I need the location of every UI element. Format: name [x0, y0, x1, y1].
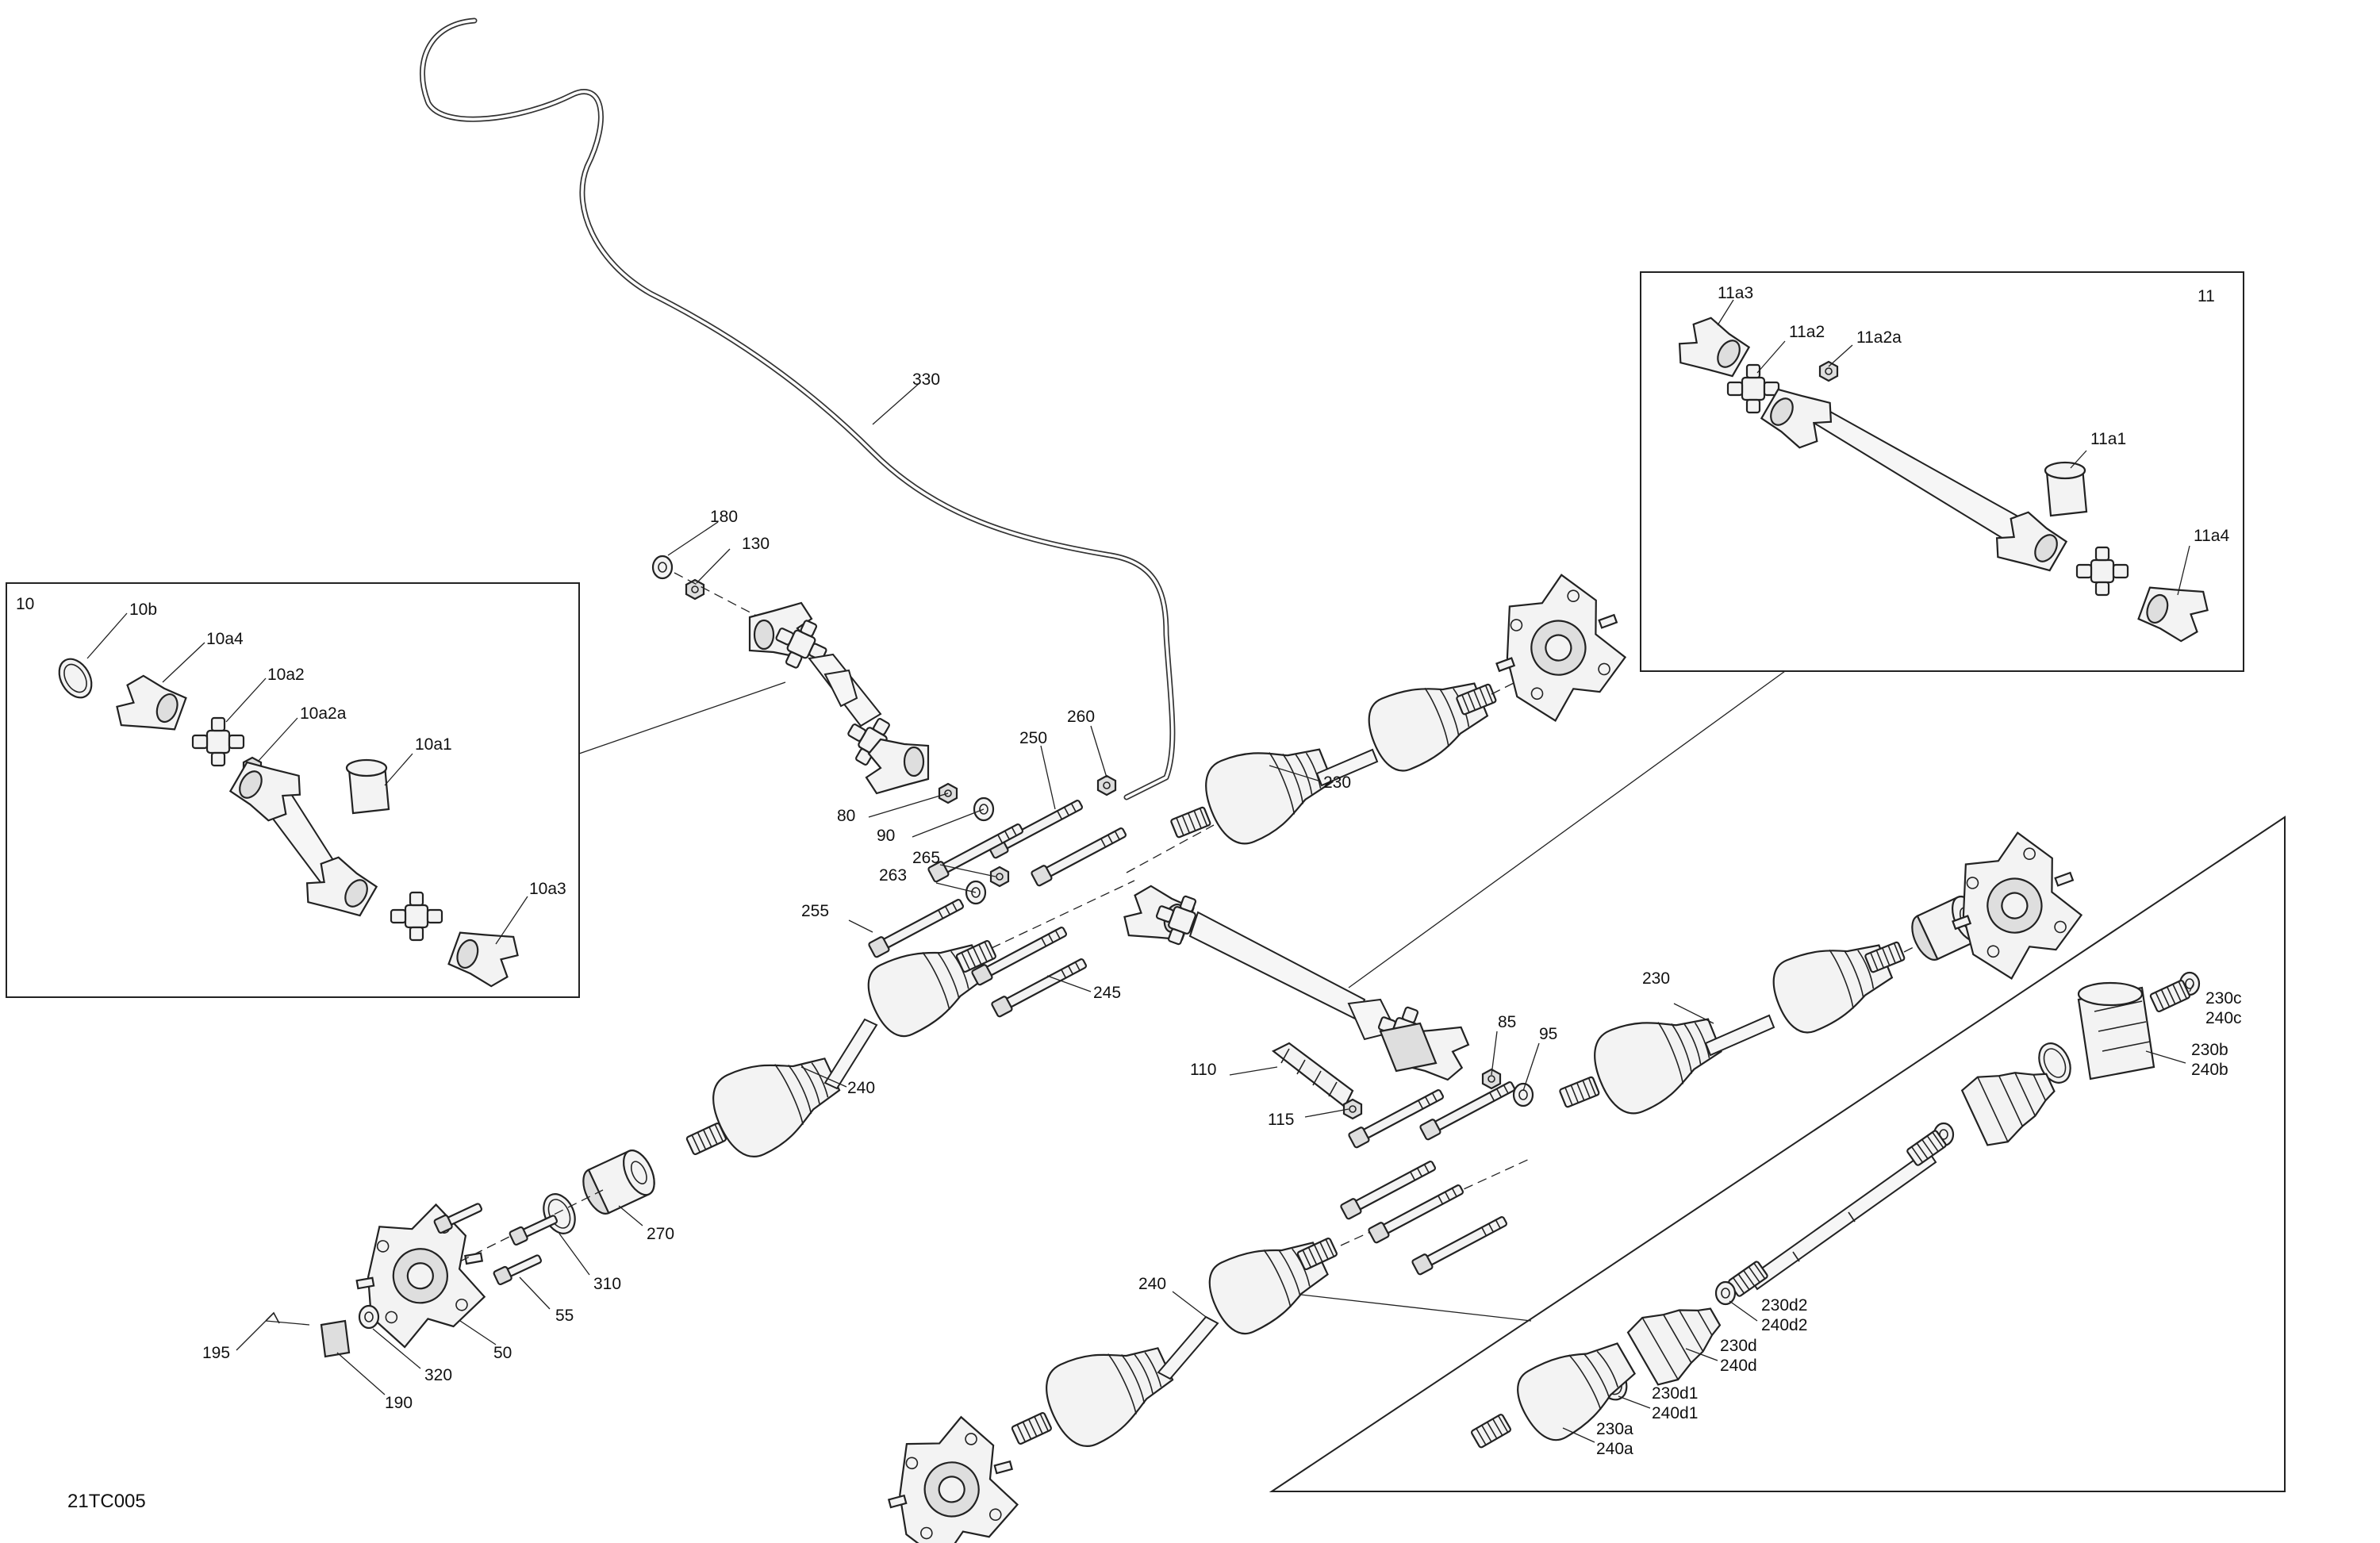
callout-240-bottom: 240	[1138, 1275, 1166, 1293]
label-240c: 240c	[2205, 1009, 2242, 1027]
callout-245: 245	[1093, 984, 1121, 1002]
wheel-hub-bottom	[872, 1407, 1032, 1543]
callout-240-left: 240	[847, 1079, 875, 1097]
cable-330	[420, 17, 1176, 800]
label-10a2a: 10a2a	[300, 704, 347, 723]
callout-230-mid: 230	[1642, 969, 1670, 988]
callout-265: 265	[912, 849, 940, 867]
inset-box-10	[6, 582, 786, 998]
label-230d: 230d	[1720, 1337, 1757, 1355]
label-10a2: 10a2	[267, 666, 305, 684]
callout-50: 50	[493, 1344, 512, 1362]
callout-110: 110	[1190, 1061, 1216, 1079]
drive-shaft-230-top	[1169, 663, 1532, 854]
callout-55: 55	[555, 1307, 574, 1325]
label-11a3: 11a3	[1718, 284, 1753, 302]
breather-boot-110	[1271, 1042, 1363, 1120]
wheel-hub-top-right	[1475, 562, 1642, 734]
callout-195: 195	[202, 1344, 230, 1362]
callout-255: 255	[801, 902, 829, 920]
inset-box-11	[1348, 271, 2244, 988]
callout-230-top: 230	[1323, 773, 1351, 792]
callout-130: 130	[742, 535, 770, 553]
label-230b: 230b	[2191, 1041, 2228, 1059]
callout-260: 260	[1067, 708, 1095, 726]
callout-263: 263	[879, 866, 907, 885]
wheel-hub-mid-right	[1905, 819, 2098, 992]
leader-lines	[236, 382, 1714, 1395]
diagram-code: 21TC005	[67, 1491, 146, 1512]
bolts-right	[1339, 1068, 1534, 1276]
inset-10-number: 10	[16, 595, 34, 613]
label-240d2: 240d2	[1761, 1316, 1807, 1334]
callout-90: 90	[877, 827, 895, 845]
label-240b: 240b	[2191, 1061, 2228, 1079]
inset-axle-detail	[1269, 816, 2286, 1492]
label-11a2: 11a2	[1789, 323, 1825, 341]
inset-11-number: 11	[2198, 287, 2215, 305]
callout-310: 310	[593, 1275, 621, 1293]
label-11a1: 11a1	[2090, 430, 2126, 448]
label-230d2: 230d2	[1761, 1296, 1807, 1315]
label-11a4: 11a4	[2194, 527, 2229, 545]
callout-85: 85	[1498, 1013, 1516, 1031]
label-10a1: 10a1	[415, 735, 452, 754]
label-240a: 240a	[1596, 1440, 1633, 1458]
rear-propeller-shaft	[651, 555, 930, 795]
callout-330: 330	[912, 370, 940, 389]
label-10b: 10b	[129, 601, 157, 619]
alignment-line-center	[1126, 824, 1215, 873]
label-11a2a: 11a2a	[1856, 328, 1902, 347]
label-240d1: 240d1	[1652, 1404, 1698, 1422]
wheel-hub-left	[265, 1145, 662, 1358]
callout-320: 320	[424, 1366, 452, 1384]
callout-180: 180	[710, 508, 738, 526]
callout-250: 250	[1019, 729, 1047, 747]
label-230c: 230c	[2205, 989, 2242, 1008]
callout-95: 95	[1539, 1025, 1557, 1043]
front-propeller-shaft	[1118, 880, 1472, 1084]
label-240d: 240d	[1720, 1357, 1757, 1375]
callout-80: 80	[837, 807, 855, 825]
drive-shaft-240-bottom	[1010, 1157, 1532, 1457]
inset-leader-lines	[86, 299, 2194, 1443]
label-230d1: 230d1	[1652, 1384, 1698, 1403]
label-10a4: 10a4	[206, 630, 244, 648]
label-230a: 230a	[1596, 1420, 1633, 1438]
callout-115: 115	[1268, 1111, 1294, 1129]
callout-190: 190	[385, 1394, 413, 1412]
label-10a3: 10a3	[529, 880, 566, 898]
callout-270: 270	[647, 1225, 674, 1243]
drive-shaft-240-left	[685, 880, 1135, 1167]
